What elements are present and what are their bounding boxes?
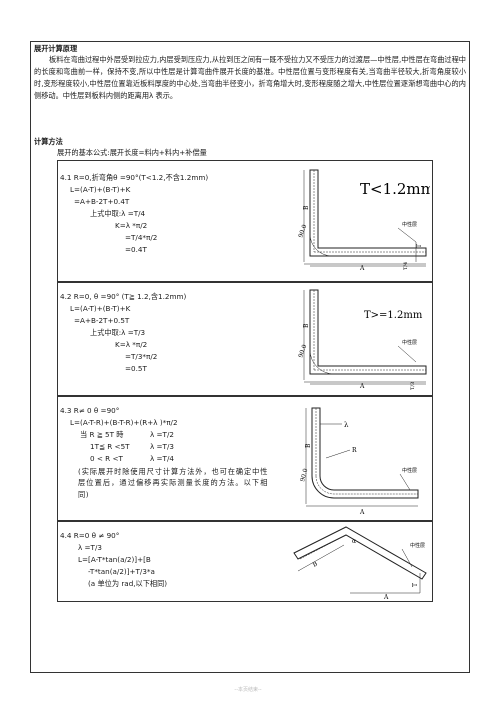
fig4-b-label: B — [312, 560, 320, 569]
fig1-angle-label: 90.0 — [297, 224, 308, 239]
case2-line: L=(A-T)+(B-T)+K — [70, 304, 131, 313]
case3-cond: 1T≦ R <5T — [90, 442, 130, 451]
document-frame — [30, 41, 470, 673]
fig3-r-label: R — [352, 447, 357, 454]
case1-line: K=λ *π/2 — [115, 221, 148, 230]
fig2-b-label: B — [303, 323, 310, 328]
figure-case2: T>=1.2mm 中性层 B 90.0 A T/3 — [297, 289, 427, 390]
case4-line: -T*tan(a/2)]+T/3*a — [88, 567, 155, 576]
fig1-big-label: T<1.2mm — [360, 180, 430, 198]
fig3-a-label: A — [359, 509, 365, 516]
fig4-a-label: A — [383, 594, 389, 600]
case1-line: L=(A-T)+(B-T)+K — [70, 185, 131, 194]
fig3-b-label: B — [305, 443, 312, 448]
case3-cond: 0 < R <T — [90, 454, 123, 463]
fig1-b-label: B — [303, 205, 310, 210]
figure-case1: T<1.2mm 中性层 B 90.0 A T T/4 — [297, 169, 430, 272]
fig2-angle-label: 90.0 — [297, 344, 308, 359]
fig2-neutral-label: 中性层 — [402, 339, 417, 346]
case2-line: 上式中取:λ =T/3 — [90, 328, 146, 337]
fig2-big-label: T>=1.2mm — [364, 310, 423, 321]
case1-line: 上式中取:λ =T/4 — [90, 209, 146, 218]
case3-line: L=(A-T-R)+(B-T-R)+(R+λ )*π/2 — [70, 418, 178, 427]
case-box-3 — [57, 396, 433, 521]
case1-line: =A+B-2T+0.4T — [74, 197, 130, 206]
fig3-angle-label: 90.0 — [299, 468, 309, 483]
case4-line: L=[A-T*tan(a/2)]+[B — [78, 555, 151, 564]
page-footer: --本页结束-- — [234, 687, 262, 693]
fig2-t3-label: T/3 — [410, 382, 416, 390]
method-title: 计算方法 — [34, 137, 63, 146]
case1-title: 4.1 R=0,折弯角θ =90°(T<1.2,不含1.2mm) — [60, 173, 209, 182]
case-box-4 — [57, 521, 433, 602]
case3-cond: 当 R ≧ 5T 時 — [80, 430, 124, 439]
case3-note: (实际展开时除使用尺寸计算方法外，也可在确定中性层位置后，通过偏移再实际测量长度… — [78, 467, 268, 499]
case1-line: =0.4T — [125, 245, 147, 254]
case4-line: λ =T/3 — [78, 543, 102, 552]
fig4-alpha-label: α — [352, 538, 356, 545]
fig4-neutral-label: 中性层 — [410, 542, 425, 549]
fig1-neutral-label: 中性层 — [402, 221, 417, 228]
case4-line: (a 单位为 rad,以下相同) — [88, 579, 168, 588]
fig3-lambda-label: λ — [344, 421, 349, 429]
case2-line: =A+B-2T+0.5T — [74, 316, 130, 325]
case3-title: 4.3 R≠ 0 θ =90° — [60, 406, 120, 415]
basic-formula: 展开的基本公式:展开长度=料内+料内+补偿量 — [57, 148, 207, 157]
case2-line: =0.5T — [125, 364, 147, 373]
case3-cond-value: λ =T/2 — [150, 430, 174, 439]
fig4-t-label: T — [412, 583, 419, 587]
fig2-a-label: A — [359, 383, 365, 390]
fig1-t4-label: T/4 — [403, 262, 409, 270]
case-box-2 — [57, 282, 433, 396]
fig1-t-label: T — [416, 244, 423, 248]
fig1-a-label: A — [359, 265, 365, 272]
case3-cond-value: λ =T/3 — [150, 442, 174, 451]
case2-line: K=λ *π/2 — [115, 340, 148, 349]
figure-case4: α 中性层 B A T — [293, 526, 427, 600]
case4-title: 4.4 R=0 θ ≠ 90° — [60, 531, 120, 540]
section-title: 展开计算原理 — [34, 44, 78, 53]
case3-cond-value: λ =T/4 — [150, 454, 174, 463]
figure-case3: λ R 中性层 B 90.0 A — [299, 407, 419, 516]
case1-line: =T/4*π/2 — [125, 233, 158, 242]
case2-line: =T/3*π/2 — [125, 352, 158, 361]
fig3-neutral-label: 中性层 — [402, 467, 417, 474]
principle-paragraph: 板料在弯曲过程中外层受到拉应力,内层受到压应力,从拉到压之间有一既不受拉力又不受… — [34, 55, 466, 100]
case2-title: 4.2 R=0, θ =90° (T≧ 1.2,含1.2mm) — [60, 292, 187, 301]
case-box-1 — [57, 160, 433, 282]
